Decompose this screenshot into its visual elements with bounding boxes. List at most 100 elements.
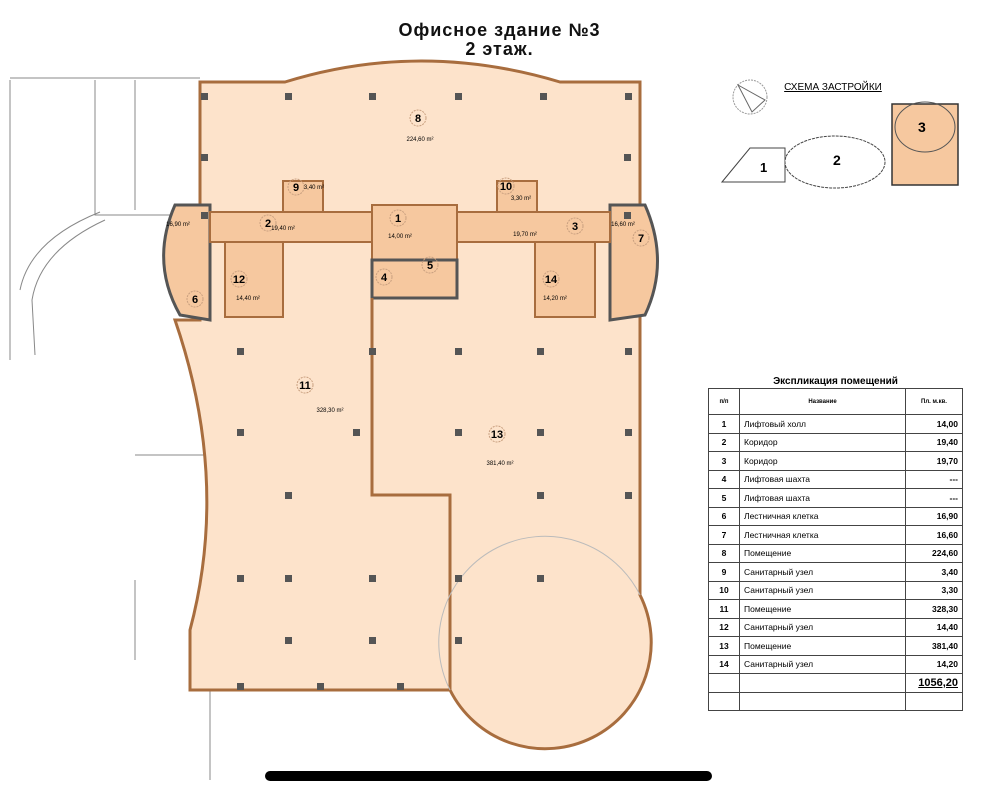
- row-num: 4: [708, 469, 740, 489]
- room-number: 1: [395, 213, 401, 225]
- scheme-title: СХЕМА ЗАСТРОЙКИ: [784, 80, 882, 93]
- room-number: 11: [299, 380, 311, 392]
- header-name: Название: [739, 388, 906, 415]
- row-name: Санитарный узел: [739, 580, 906, 600]
- home-indicator[interactable]: [265, 771, 712, 781]
- lift-hall: [371, 204, 458, 266]
- room-number: 6: [192, 294, 198, 306]
- room-area: 14,20 m²: [543, 296, 567, 302]
- row-area: 14,00: [905, 414, 963, 434]
- column: [537, 348, 544, 355]
- column: [455, 575, 462, 582]
- room-number: 2: [265, 218, 271, 230]
- explication-table: Экспликация помещений п/п Название Пл. м…: [708, 376, 963, 711]
- lift-shafts: [370, 258, 459, 300]
- column: [201, 93, 208, 100]
- site-scheme: СХЕМА ЗАСТРОЙКИ 1 2 3: [720, 79, 959, 189]
- floor-title: 2 этаж.: [465, 39, 534, 59]
- column: [625, 93, 632, 100]
- column: [537, 575, 544, 582]
- column: [285, 93, 292, 100]
- row-area: 19,40: [905, 432, 963, 452]
- row-num: 7: [708, 525, 740, 545]
- room-area: 3,40 m²: [304, 185, 324, 191]
- column: [624, 212, 631, 219]
- room-number: 5: [427, 260, 433, 272]
- row-num: 11: [708, 599, 740, 619]
- north-arrow-icon: [732, 79, 768, 115]
- wc-10: [496, 180, 538, 213]
- room-area: 14,00 m²: [388, 234, 412, 240]
- row-num: 13: [708, 636, 740, 656]
- row-num: 12: [708, 617, 740, 637]
- room-number: 4: [381, 272, 388, 284]
- column: [537, 492, 544, 499]
- partition-wall: [370, 298, 452, 690]
- row-area: 14,20: [905, 654, 963, 674]
- room-area: 16,60 m²: [611, 222, 635, 228]
- column: [201, 154, 208, 161]
- room-number: 8: [415, 113, 421, 125]
- column: [237, 429, 244, 436]
- column: [397, 683, 404, 690]
- column: [625, 429, 632, 436]
- stair-7: [608, 203, 659, 322]
- surrounding-buildings: [9, 77, 211, 780]
- columns: [201, 93, 632, 690]
- row-area: ---: [905, 469, 963, 489]
- row-name: Санитарный узел: [739, 654, 906, 674]
- total-area: 1056,20: [905, 673, 963, 693]
- column: [285, 575, 292, 582]
- row-area: 19,70: [905, 451, 963, 471]
- header-area: Пл. м.кв.: [905, 388, 963, 415]
- row-name: Помещение: [739, 636, 906, 656]
- column: [285, 637, 292, 644]
- row-name: Коридор: [739, 432, 906, 452]
- column: [369, 348, 376, 355]
- row-area: 3,40: [905, 562, 963, 582]
- column: [201, 212, 208, 219]
- room-number: 13: [491, 429, 503, 441]
- floor-area: [172, 59, 653, 751]
- column: [285, 492, 292, 499]
- wc-12: [224, 241, 284, 318]
- room-number: 10: [500, 181, 512, 193]
- column: [537, 429, 544, 436]
- row-area: 16,60: [905, 525, 963, 545]
- row-name: Помещение: [739, 543, 906, 563]
- room-number: 9: [293, 182, 299, 194]
- column: [317, 683, 324, 690]
- row-area: 14,40: [905, 617, 963, 637]
- column: [369, 93, 376, 100]
- room-area: 328,30 m²: [316, 408, 343, 414]
- scheme-label-2: 2: [833, 152, 841, 168]
- room-area: 3,30 m²: [511, 196, 531, 202]
- column: [237, 683, 244, 690]
- row-num: 14: [708, 654, 740, 674]
- room-area: 19,40 m²: [271, 226, 295, 232]
- room-number: 14: [545, 274, 558, 286]
- row-area: 381,40: [905, 636, 963, 656]
- column: [237, 575, 244, 582]
- column: [455, 429, 462, 436]
- row-area: 3,30: [905, 580, 963, 600]
- room-area: 19,70 m²: [513, 232, 537, 238]
- column: [237, 348, 244, 355]
- room-area: 381,40 m²: [486, 461, 513, 467]
- row-num: 5: [708, 488, 740, 508]
- row-area: 328,30: [905, 599, 963, 619]
- row-num: 3: [708, 451, 740, 471]
- room-area: 14,40 m²: [236, 296, 260, 302]
- row-name: Лестничная клетка: [739, 506, 906, 526]
